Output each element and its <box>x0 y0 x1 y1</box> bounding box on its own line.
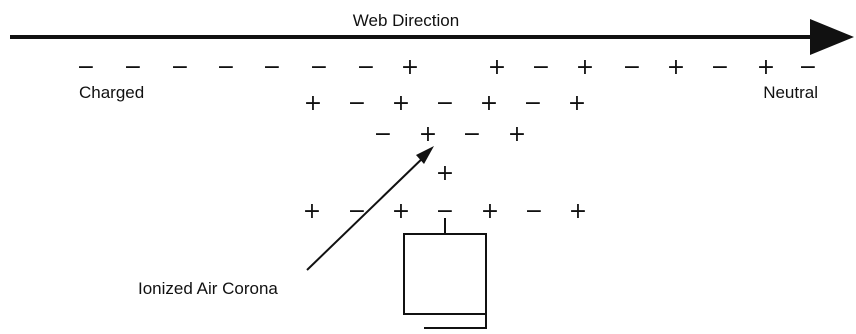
web-charge-plus: + <box>576 55 594 80</box>
neutral-label: Neutral <box>763 83 818 102</box>
electrode-charge-plus: + <box>303 199 321 224</box>
web-charge-minus: − <box>623 55 641 80</box>
corona-upper-row: − + − + <box>374 122 526 147</box>
web-charge-plus: + <box>667 55 685 80</box>
web-charge-plus: + <box>401 55 419 80</box>
web-charge-minus: − <box>263 55 281 80</box>
electrode-charge-minus: − <box>525 199 543 224</box>
corona-charge-minus: − <box>374 122 392 147</box>
electrode-charge-minus: − <box>436 199 454 224</box>
corona-single-row: + <box>436 161 454 186</box>
upper-charge-plus: + <box>304 91 322 116</box>
charged-label: Charged <box>79 83 144 102</box>
corona-pointer-arrow <box>306 146 434 271</box>
web-charge-minus: − <box>357 55 375 80</box>
web-direction-arrowhead <box>810 19 854 55</box>
upper-charge-minus: − <box>436 91 454 116</box>
corona-single-charge-plus: + <box>436 161 454 186</box>
web-charge-minus: − <box>532 55 550 80</box>
web-charge-minus: − <box>171 55 189 80</box>
electrode-charge-plus: + <box>569 199 587 224</box>
electrode-charge-plus: + <box>481 199 499 224</box>
upper-charge-minus: − <box>524 91 542 116</box>
electrode-lead <box>424 314 487 329</box>
ionized-air-corona-label: Ionized Air Corona <box>138 279 278 298</box>
web-direction-label: Web Direction <box>353 11 459 30</box>
web-charge-row: −−−−−−−++−+−+−+− <box>77 55 817 80</box>
web-charge-plus: + <box>757 55 775 80</box>
web-charge-minus: − <box>217 55 235 80</box>
web-direction-arrow <box>10 19 854 55</box>
web-charge-minus: − <box>310 55 328 80</box>
corona-charge-plus: + <box>508 122 526 147</box>
electrode-charge-plus: + <box>392 199 410 224</box>
upper-charge-plus: + <box>568 91 586 116</box>
corona-pointer-arrowhead <box>416 146 434 164</box>
web-charge-plus: + <box>488 55 506 80</box>
upper-charge-minus: − <box>348 91 366 116</box>
web-charge-minus: − <box>711 55 729 80</box>
electrode <box>403 218 487 329</box>
web-charge-minus: − <box>799 55 817 80</box>
electrode-charge-minus: − <box>348 199 366 224</box>
web-charge-minus: − <box>124 55 142 80</box>
upper-charge-row: + − + − + − + <box>304 91 586 116</box>
corona-charge-minus: − <box>463 122 481 147</box>
corona-charge-plus: + <box>419 122 437 147</box>
web-charge-minus: − <box>77 55 95 80</box>
corona-pointer-line <box>306 152 429 271</box>
upper-charge-plus: + <box>392 91 410 116</box>
electrode-body <box>403 233 487 315</box>
upper-charge-plus: + <box>480 91 498 116</box>
